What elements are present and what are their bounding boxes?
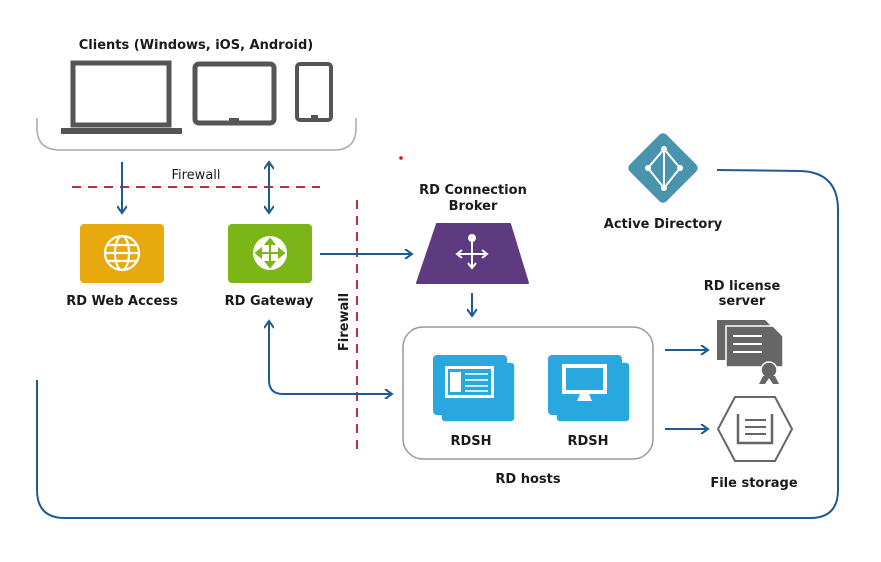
certificate-icon [717,320,784,384]
gateway-label: RD Gateway [225,294,314,309]
rdsh-label-2: RDSH [567,434,608,449]
red-dot-marker [399,156,403,160]
clients-title: Clients (Windows, iOS, Android) [79,38,313,53]
web-access-label: RD Web Access [66,294,178,309]
active-directory-icon [628,133,698,203]
rdsh-label-1: RDSH [450,434,491,449]
firewall-top-label: Firewall [171,168,220,183]
broker-label-1: RD Connection [419,183,527,198]
file-storage-label: File storage [710,476,798,491]
laptop-icon [61,60,182,134]
globe-icon [103,234,141,272]
active-directory-connection [36,169,839,519]
broker-label-2: Broker [449,199,498,214]
router-icon [253,236,287,270]
distribution-arrows-icon [455,234,489,270]
arrow-gateway-hosts [269,321,392,394]
active-directory-label: Active Directory [604,217,723,232]
clients-bracket [36,118,357,151]
tablet-icon [192,61,277,126]
license-label-1: RD license [704,279,781,294]
license-label-2: server [719,294,766,309]
rd-hosts-label: RD hosts [495,472,560,487]
rdsh-app-icon [433,355,516,423]
firewall-side-label: Firewall [337,293,352,351]
rdsh-desktop-icon [548,355,631,423]
file-storage-icon [716,396,794,462]
rd-hosts-group [402,326,654,460]
phone-icon [295,62,333,122]
